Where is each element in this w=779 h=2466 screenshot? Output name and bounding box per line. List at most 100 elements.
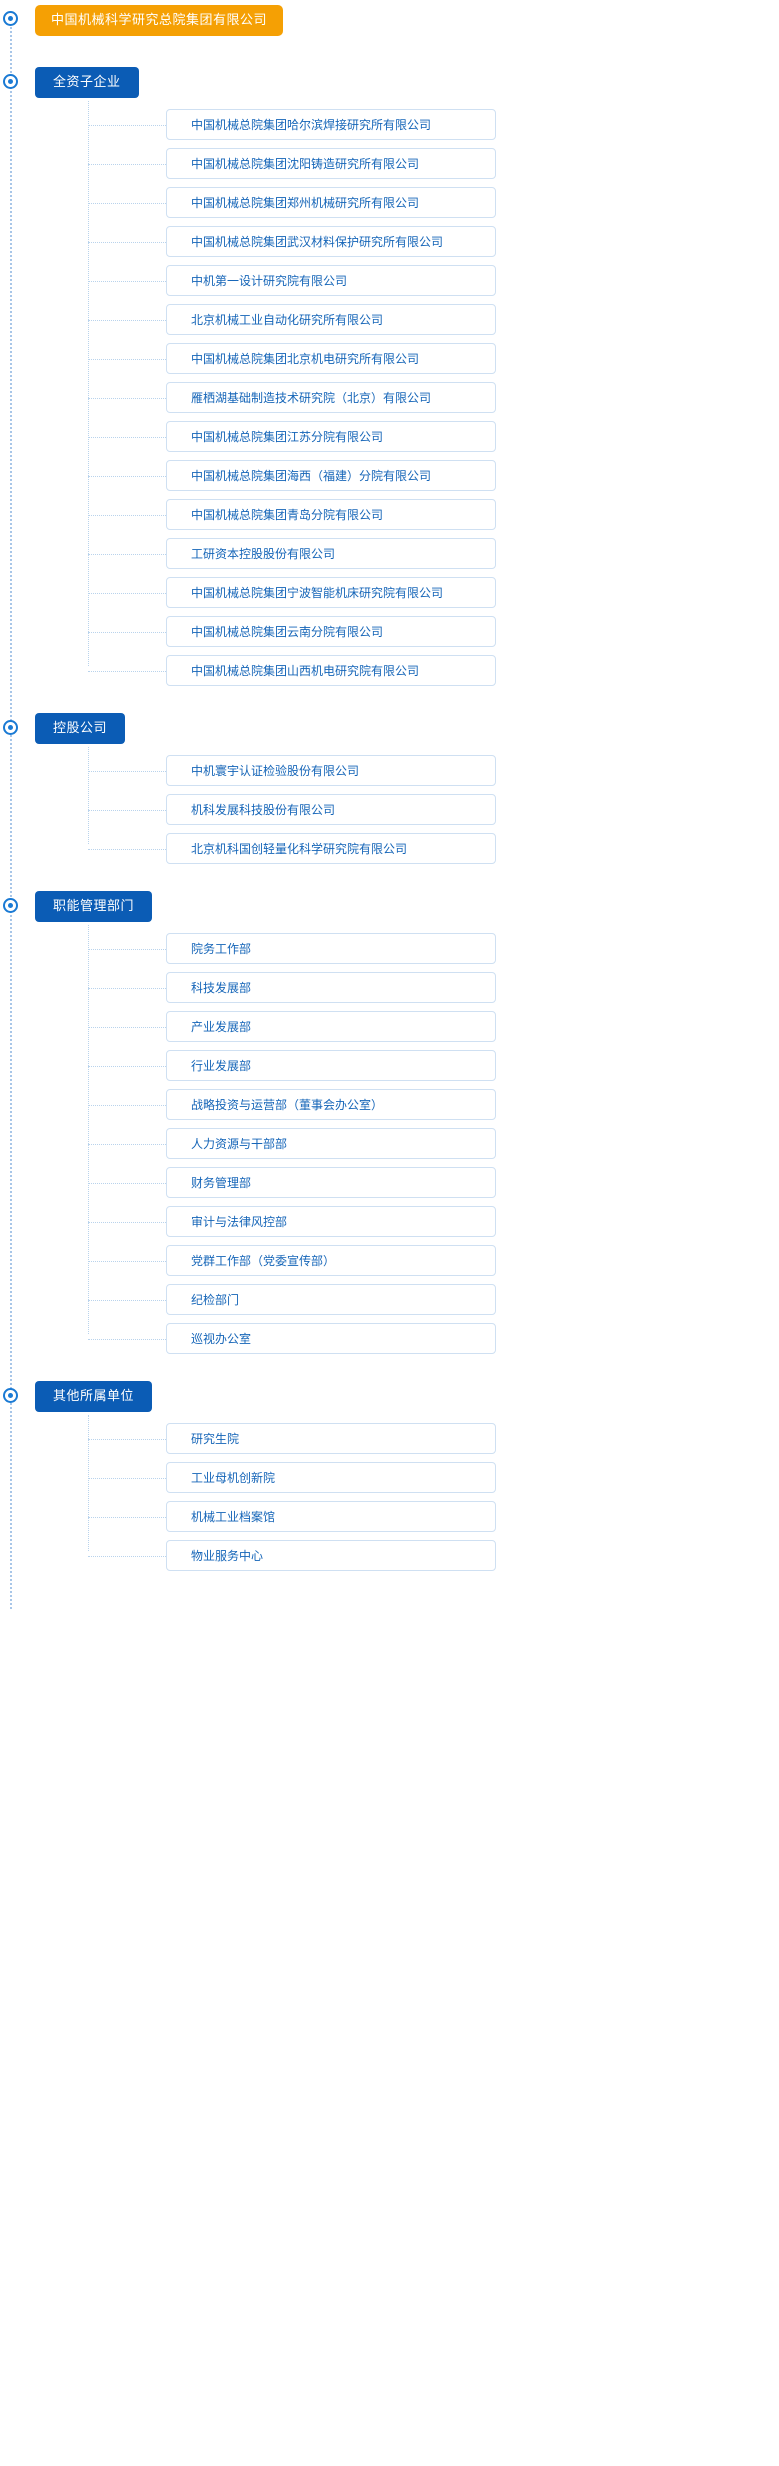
org-item-label[interactable]: 物业服务中心 (166, 1540, 496, 1571)
item-connector (88, 436, 166, 438)
item-connector (88, 202, 166, 204)
org-item-label[interactable]: 中国机械总院集团沈阳铸造研究所有限公司 (166, 148, 496, 179)
org-item: 纪检部门 (88, 1284, 779, 1315)
item-connector (88, 1477, 166, 1479)
org-item-label[interactable]: 北京机科国创轻量化科学研究院有限公司 (166, 833, 496, 864)
org-item-label[interactable]: 中机第一设计研究院有限公司 (166, 265, 496, 296)
org-item-label[interactable]: 中国机械总院集团山西机电研究院有限公司 (166, 655, 496, 686)
org-item: 巡视办公室 (88, 1323, 779, 1354)
item-connector (88, 241, 166, 243)
org-item-label[interactable]: 中国机械总院集团郑州机械研究所有限公司 (166, 187, 496, 218)
org-item: 中国机械总院集团江苏分院有限公司 (88, 421, 779, 452)
org-section-header: 控股公司 (0, 710, 779, 747)
org-item: 中国机械总院集团沈阳铸造研究所有限公司 (88, 148, 779, 179)
org-item-label[interactable]: 研究生院 (166, 1423, 496, 1454)
item-connector (88, 358, 166, 360)
org-section-header: 其他所属单位 (0, 1378, 779, 1415)
org-item-label[interactable]: 中国机械总院集团海西（福建）分院有限公司 (166, 460, 496, 491)
root-company-label[interactable]: 中国机械科学研究总院集团有限公司 (35, 4, 284, 36)
org-item-label[interactable]: 机科发展科技股份有限公司 (166, 794, 496, 825)
org-item: 中国机械总院集团青岛分院有限公司 (88, 499, 779, 530)
org-item: 中国机械总院集团宁波智能机床研究院有限公司 (88, 577, 779, 608)
org-item: 研究生院 (88, 1423, 779, 1454)
item-connector (88, 1299, 166, 1301)
section-title[interactable]: 控股公司 (35, 713, 126, 744)
org-section: 职能管理部门院务工作部科技发展部产业发展部行业发展部战略投资与运营部（董事会办公… (0, 888, 779, 1354)
item-connector (88, 163, 166, 165)
org-item-label[interactable]: 中机寰宇认证检验股份有限公司 (166, 755, 496, 786)
org-item: 中国机械总院集团云南分院有限公司 (88, 616, 779, 647)
radio-dot-icon (3, 74, 18, 89)
item-connector (88, 987, 166, 989)
org-item-label[interactable]: 中国机械总院集团云南分院有限公司 (166, 616, 496, 647)
item-connector (88, 1221, 166, 1223)
org-item-label[interactable]: 中国机械总院集团宁波智能机床研究院有限公司 (166, 577, 496, 608)
section-title[interactable]: 其他所属单位 (35, 1381, 153, 1412)
org-item: 机科发展科技股份有限公司 (88, 794, 779, 825)
org-item: 中国机械总院集团北京机电研究所有限公司 (88, 343, 779, 374)
org-item-label[interactable]: 北京机械工业自动化研究所有限公司 (166, 304, 496, 335)
org-item-label[interactable]: 产业发展部 (166, 1011, 496, 1042)
org-section-header: 职能管理部门 (0, 888, 779, 925)
org-item-label[interactable]: 机械工业档案馆 (166, 1501, 496, 1532)
org-item-label[interactable]: 中国机械总院集团青岛分院有限公司 (166, 499, 496, 530)
item-connector (88, 1338, 166, 1340)
org-item-label[interactable]: 雁栖湖基础制造技术研究院（北京）有限公司 (166, 382, 496, 413)
org-item: 中国机械总院集团海西（福建）分院有限公司 (88, 460, 779, 491)
org-root-node: 中国机械科学研究总院集团有限公司 (0, 0, 779, 40)
org-item: 人力资源与干部部 (88, 1128, 779, 1159)
org-item-label[interactable]: 财务管理部 (166, 1167, 496, 1198)
org-item-label[interactable]: 党群工作部（党委宣传部） (166, 1245, 496, 1276)
item-connector (88, 592, 166, 594)
item-connector (88, 1182, 166, 1184)
item-connector (88, 1438, 166, 1440)
org-item-list: 研究生院工业母机创新院机械工业档案馆物业服务中心 (88, 1415, 779, 1571)
org-item-label[interactable]: 中国机械总院集团北京机电研究所有限公司 (166, 343, 496, 374)
org-item: 财务管理部 (88, 1167, 779, 1198)
item-connector (88, 1065, 166, 1067)
org-item: 中国机械总院集团郑州机械研究所有限公司 (88, 187, 779, 218)
org-item: 雁栖湖基础制造技术研究院（北京）有限公司 (88, 382, 779, 413)
item-connector (88, 514, 166, 516)
org-item-label[interactable]: 战略投资与运营部（董事会办公室） (166, 1089, 496, 1120)
radio-dot-icon (3, 11, 18, 26)
item-connector (88, 319, 166, 321)
item-connector (88, 280, 166, 282)
item-connector (88, 1260, 166, 1262)
item-connector (88, 553, 166, 555)
org-item: 审计与法律风控部 (88, 1206, 779, 1237)
org-item: 党群工作部（党委宣传部） (88, 1245, 779, 1276)
org-section-header: 全资子企业 (0, 64, 779, 101)
radio-dot-icon (3, 1388, 18, 1403)
org-item: 北京机械工业自动化研究所有限公司 (88, 304, 779, 335)
org-item: 机械工业档案馆 (88, 1501, 779, 1532)
org-section: 其他所属单位研究生院工业母机创新院机械工业档案馆物业服务中心 (0, 1378, 779, 1571)
section-title[interactable]: 职能管理部门 (35, 891, 153, 922)
org-item: 战略投资与运营部（董事会办公室） (88, 1089, 779, 1120)
item-connector (88, 848, 166, 850)
org-item: 中机第一设计研究院有限公司 (88, 265, 779, 296)
org-item-label[interactable]: 科技发展部 (166, 972, 496, 1003)
org-item: 中国机械总院集团哈尔滨焊接研究所有限公司 (88, 109, 779, 140)
org-item-label[interactable]: 中国机械总院集团武汉材料保护研究所有限公司 (166, 226, 496, 257)
item-connector (88, 1026, 166, 1028)
org-item-label[interactable]: 中国机械总院集团哈尔滨焊接研究所有限公司 (166, 109, 496, 140)
org-item-label[interactable]: 人力资源与干部部 (166, 1128, 496, 1159)
org-item-label[interactable]: 院务工作部 (166, 933, 496, 964)
radio-dot-icon (3, 720, 18, 735)
org-item-label[interactable]: 工研资本控股股份有限公司 (166, 538, 496, 569)
item-connector (88, 124, 166, 126)
org-item: 产业发展部 (88, 1011, 779, 1042)
org-item-label[interactable]: 纪检部门 (166, 1284, 496, 1315)
org-item-label[interactable]: 行业发展部 (166, 1050, 496, 1081)
item-connector (88, 1104, 166, 1106)
org-item-label[interactable]: 工业母机创新院 (166, 1462, 496, 1493)
org-item-label[interactable]: 中国机械总院集团江苏分院有限公司 (166, 421, 496, 452)
org-item-label[interactable]: 巡视办公室 (166, 1323, 496, 1354)
item-connector (88, 1143, 166, 1145)
section-title[interactable]: 全资子企业 (35, 67, 139, 98)
item-connector (88, 670, 166, 672)
org-item: 工业母机创新院 (88, 1462, 779, 1493)
org-item-label[interactable]: 审计与法律风控部 (166, 1206, 496, 1237)
org-item: 北京机科国创轻量化科学研究院有限公司 (88, 833, 779, 864)
